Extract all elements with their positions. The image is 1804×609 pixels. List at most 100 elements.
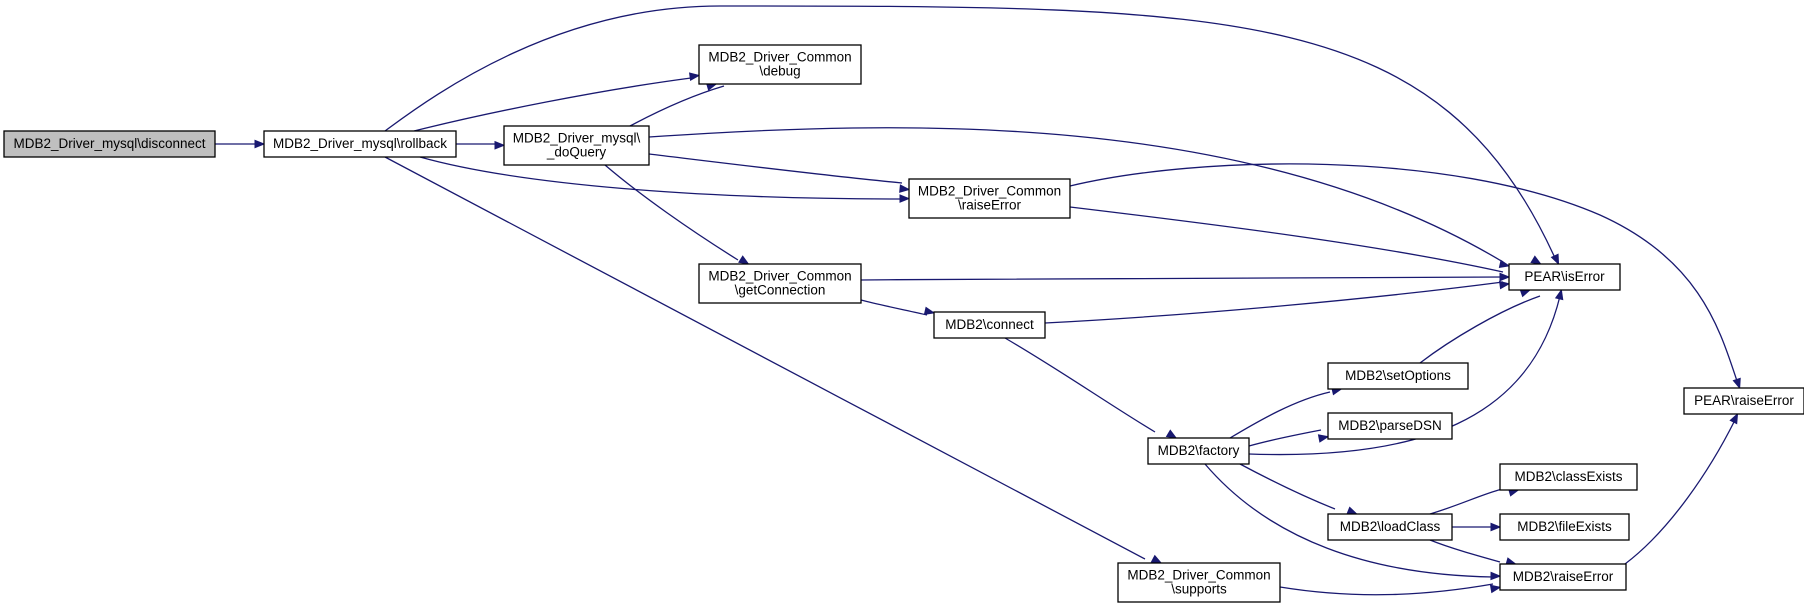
node-label: MDB2\classExists [1514, 469, 1622, 484]
edge-line [1069, 163, 1738, 382]
node-box [1683, 387, 1804, 415]
edge-arrowhead [1317, 434, 1330, 443]
node-label: \getConnection [735, 283, 826, 298]
node-fileExists[interactable]: MDB2\fileExists [1499, 513, 1630, 541]
edge-rollback-to-debug [413, 72, 701, 132]
edge-arrowhead [1490, 571, 1502, 581]
node-disconnect[interactable]: MDB2_Driver_mysql\disconnect [3, 130, 216, 158]
edge-line [860, 299, 928, 316]
edge-arrowhead [1498, 259, 1511, 269]
edge-arrowhead [254, 139, 266, 149]
node-debug[interactable]: MDB2_Driver_Common\debug [698, 44, 862, 85]
node-box [933, 311, 1046, 339]
edge-line [1279, 583, 1494, 596]
node-box [263, 130, 457, 158]
edge-arrowhead [899, 184, 911, 193]
node-label: MDB2\setOptions [1345, 368, 1451, 383]
edge-line [629, 85, 725, 127]
edge-arrowhead [1554, 288, 1564, 301]
node-box [1499, 563, 1627, 591]
node-label: MDB2_Driver_mysql\ [513, 131, 641, 146]
edge-line [1239, 463, 1336, 510]
edge-arrowhead [1346, 506, 1358, 515]
node-supports[interactable]: MDB2_Driver_Common\supports [1117, 562, 1281, 603]
edge-line [860, 276, 1504, 281]
node-label: MDB2\connect [945, 317, 1034, 332]
node-connect[interactable]: MDB2\connect [933, 311, 1046, 339]
edge-arrowhead [1550, 253, 1560, 266]
edge-raiseErrorCommon-to-pearRaiseError [1069, 163, 1741, 390]
node-box [1327, 412, 1453, 440]
node-pearRaiseError[interactable]: PEAR\raiseError [1683, 387, 1804, 415]
node-getConnection[interactable]: MDB2_Driver_Common\getConnection [698, 263, 862, 304]
edge-loadClass-to-classExists [1429, 488, 1520, 515]
node-label: \raiseError [958, 198, 1022, 213]
node-label: MDB2_Driver_mysql\rollback [273, 136, 447, 151]
node-box [1117, 562, 1281, 603]
edge-getConnection-to-connect [860, 299, 936, 316]
node-label: MDB2\raiseError [1513, 569, 1614, 584]
edge-arrowhead [689, 72, 701, 82]
edge-mdb2RaiseError-to-pearRaiseError [1624, 412, 1739, 565]
node-label: MDB2_Driver_Common [918, 184, 1061, 199]
edge-factory-to-parseDSN [1248, 429, 1330, 447]
edge-factory-to-mdb2RaiseError [1204, 463, 1502, 581]
edge-arrowhead [1489, 584, 1502, 594]
edge-arrowhead [923, 306, 936, 316]
node-mdb2RaiseError[interactable]: MDB2\raiseError [1499, 563, 1627, 591]
node-box [503, 125, 650, 166]
edge-connect-to-pearIsError [1044, 280, 1511, 324]
node-pearIsError[interactable]: PEAR\isError [1508, 263, 1621, 291]
edge-line [1429, 539, 1501, 563]
edge-factory-to-loadClass [1239, 463, 1358, 515]
edge-arrowhead [1530, 255, 1542, 265]
node-label: PEAR\isError [1524, 269, 1605, 284]
edge-line [648, 127, 1504, 263]
edge-line [1419, 295, 1541, 364]
edge-raiseErrorCommon-to-pearIsError [1069, 206, 1511, 273]
edges-layer [215, 5, 1741, 596]
edge-arrowhead [1499, 272, 1511, 282]
edge-rollback-to-doQuery [456, 140, 506, 150]
edge-arrowhead [1165, 429, 1178, 439]
node-box [698, 263, 862, 304]
edge-connect-to-factory [1004, 337, 1178, 439]
node-box [1147, 437, 1250, 465]
node-classExists[interactable]: MDB2\classExists [1499, 463, 1638, 491]
edge-setOptions-to-pearIsError [1419, 289, 1541, 364]
edge-rollback-to-pearIsError [384, 5, 1560, 266]
node-rollback[interactable]: MDB2_Driver_mysql\rollback [263, 130, 457, 158]
edge-arrowhead [1499, 280, 1511, 290]
node-label: MDB2_Driver_Common [1127, 568, 1270, 583]
edge-loadClass-to-fileExists [1452, 522, 1502, 532]
node-factory[interactable]: MDB2\factory [1147, 437, 1250, 465]
node-box [1508, 263, 1621, 291]
node-label: MDB2\factory [1158, 443, 1240, 458]
edge-line [419, 156, 903, 200]
node-box [1327, 513, 1453, 541]
edge-doQuery-to-getConnection [604, 164, 750, 265]
node-raiseErrorCommon[interactable]: MDB2_Driver_Common\raiseError [908, 178, 1071, 219]
node-parseDSN[interactable]: MDB2\parseDSN [1327, 412, 1453, 440]
node-label: \supports [1171, 582, 1227, 597]
node-box [3, 130, 216, 158]
node-box [1499, 513, 1630, 541]
node-label: MDB2\parseDSN [1338, 418, 1442, 433]
node-doQuery[interactable]: MDB2_Driver_mysql\_doQuery [503, 125, 650, 166]
edge-arrowhead [899, 194, 911, 203]
node-box [1327, 362, 1469, 390]
edge-line [1624, 419, 1736, 565]
edge-disconnect-to-rollback [215, 139, 266, 149]
edge-arrowhead [738, 255, 750, 265]
node-setOptions[interactable]: MDB2\setOptions [1327, 362, 1469, 390]
node-label: _doQuery [546, 145, 607, 160]
edge-arrowhead [1150, 554, 1163, 564]
node-loadClass[interactable]: MDB2\loadClass [1327, 513, 1453, 541]
edge-doQuery-to-raiseErrorCommon [648, 153, 911, 193]
edge-loadClass-to-mdb2RaiseError [1429, 539, 1517, 566]
edge-line [604, 164, 739, 261]
edge-line [1248, 295, 1561, 456]
node-box [908, 178, 1071, 219]
